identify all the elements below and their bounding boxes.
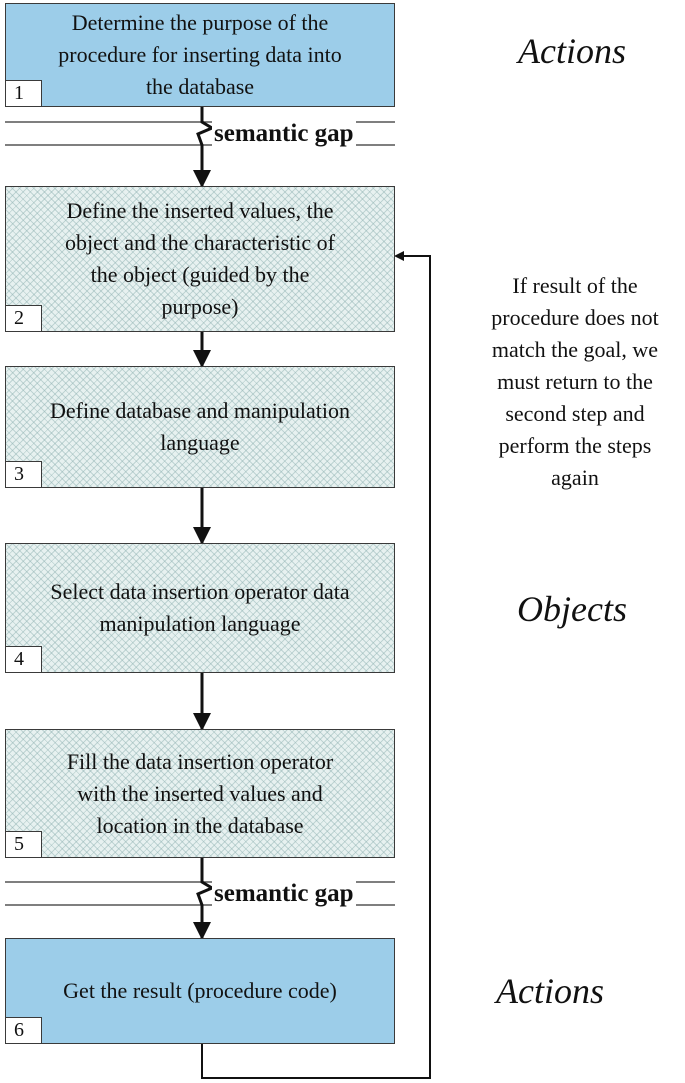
step-number-5: 5: [6, 831, 42, 857]
semantic-gap-label-2: semantic gap: [212, 879, 356, 909]
step-box-6: Get the result (procedure code) 6: [5, 938, 395, 1044]
step-box-2: Define the inserted values, the object a…: [5, 186, 395, 332]
step-number-6: 6: [6, 1017, 42, 1043]
step-box-1: Determine the purpose of the procedure f…: [5, 3, 395, 107]
feedback-loop-arrow: [201, 251, 431, 1079]
step-text-3: Define database and manipulation languag…: [50, 398, 350, 455]
step-text-2: Define the inserted values, the object a…: [65, 198, 335, 319]
step-text-1: Determine the purpose of the procedure f…: [58, 10, 342, 99]
label-actions-bottom: Actions: [496, 971, 604, 1011]
step-box-5: Fill the data insertion operator with th…: [5, 729, 395, 858]
feedback-note: If result of the procedure does not matc…: [491, 273, 659, 490]
step-number-3: 3: [6, 461, 42, 487]
step-number-1: 1: [6, 80, 42, 106]
step-box-3: Define database and manipulation languag…: [5, 366, 395, 488]
arrow-5-to-6: [193, 858, 216, 940]
step-number-4: 4: [6, 646, 42, 672]
label-objects: Objects: [517, 589, 627, 629]
step-number-2: 2: [6, 305, 42, 331]
step-text-4: Select data insertion operator data mani…: [50, 579, 350, 636]
step-text-5: Fill the data insertion operator with th…: [66, 748, 334, 838]
label-actions-top: Actions: [518, 31, 626, 71]
arrow-1-to-2: [193, 107, 216, 188]
step-box-4: Select data insertion operator data mani…: [5, 543, 395, 673]
semantic-gap-label-1: semantic gap: [212, 119, 356, 149]
step-text-6: Get the result (procedure code): [63, 978, 337, 1003]
